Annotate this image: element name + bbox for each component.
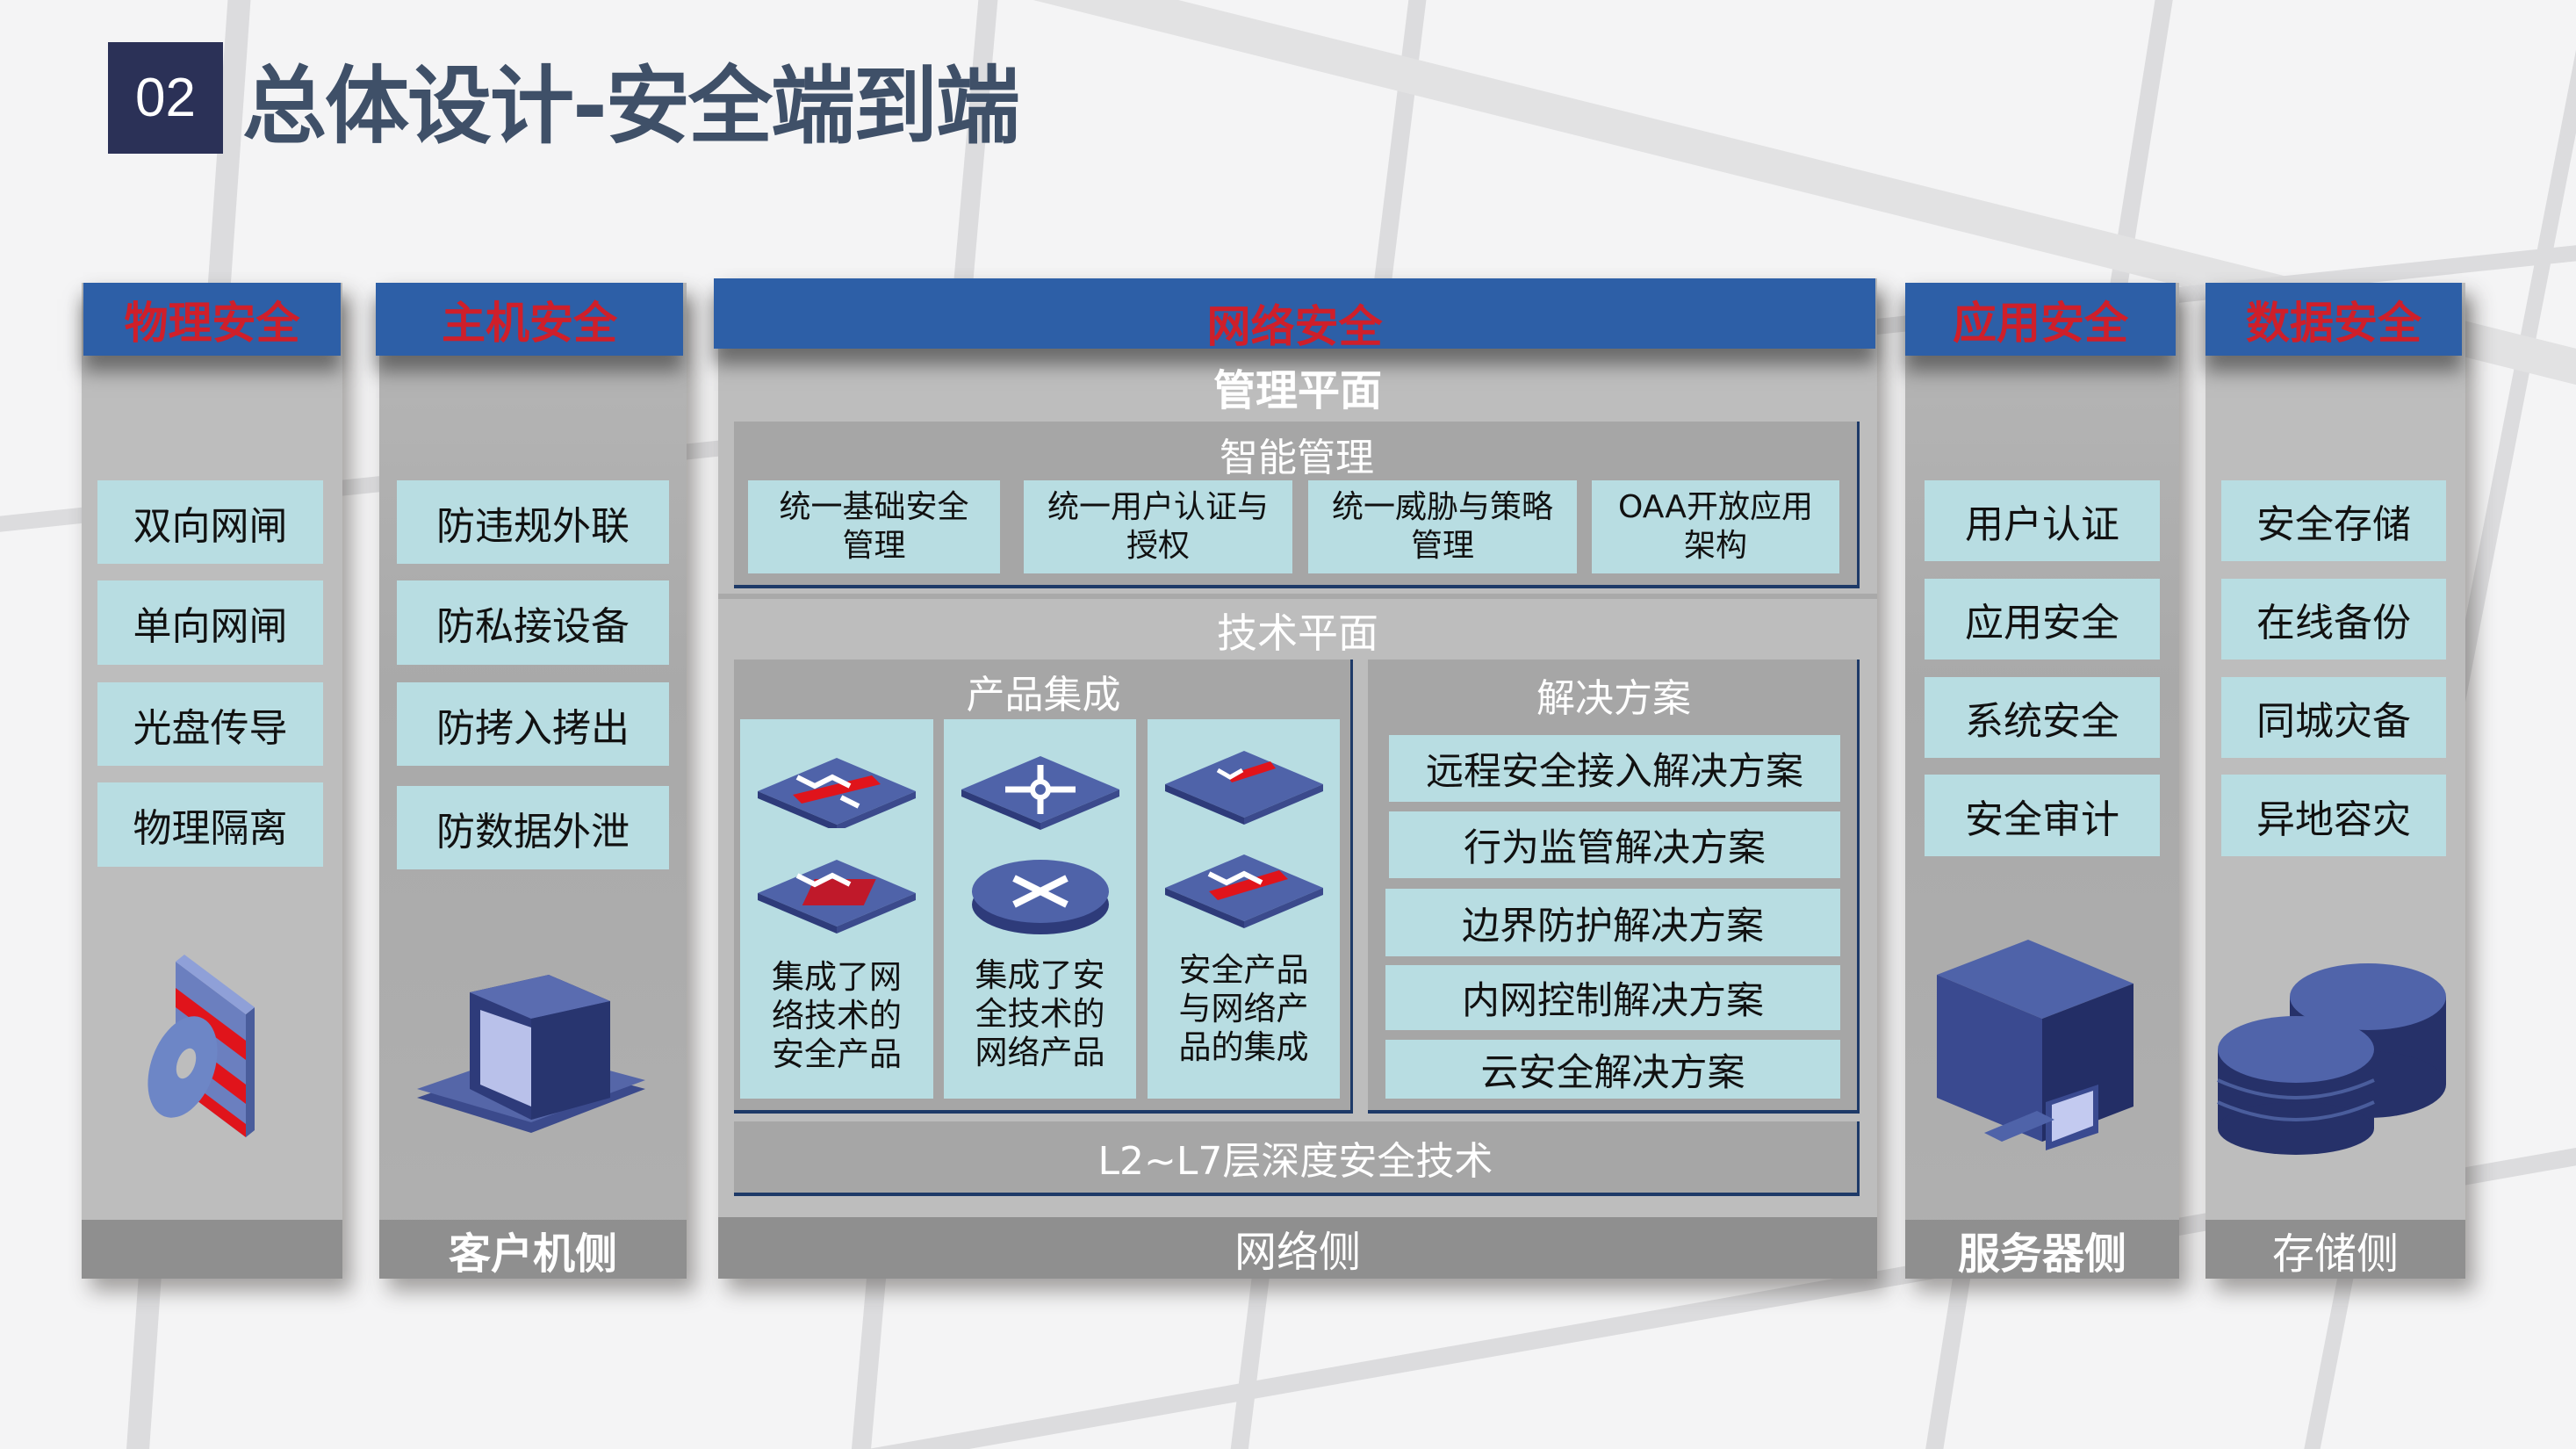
solution-item: 内网控制解决方案 [1385, 965, 1840, 1030]
storage-disks-icon [2216, 962, 2450, 1155]
host-security-footer: 客户机侧 [379, 1220, 687, 1279]
physical-item: 光盘传导 [97, 682, 323, 766]
physical-item: 双向网闸 [97, 480, 323, 564]
product-card: 安全产品 与网络产 品的集成 [1148, 719, 1340, 1099]
physical-security-footer [82, 1220, 342, 1279]
solution-item: 边界防护解决方案 [1385, 889, 1840, 956]
data-item: 异地容灾 [2221, 775, 2446, 856]
data-item: 在线备份 [2221, 579, 2446, 660]
switch-icon [961, 756, 1119, 830]
physical-security-header: 物理安全 [83, 283, 341, 356]
application-item: 用户认证 [1925, 480, 2160, 561]
management-plane-title: 管理平面 [1212, 366, 1382, 415]
product-card: 集成了网 络技术的 安全产品 [740, 719, 933, 1099]
host-item: 防拷入拷出 [397, 682, 669, 766]
application-security-header: 应用安全 [1905, 283, 2176, 356]
data-item: 同城灾备 [2221, 677, 2446, 758]
solution-item: 云安全解决方案 [1385, 1040, 1840, 1099]
section-number-badge: 02 [108, 42, 223, 154]
host-item: 防数据外泄 [397, 786, 669, 869]
network-security-header: 网络安全 [714, 278, 1875, 352]
technology-plane-title: 技术平面 [1217, 609, 1378, 657]
network-security-footer: 网络侧 [718, 1217, 1877, 1279]
data-security-footer: 存储侧 [2205, 1220, 2465, 1279]
plane-divider [718, 594, 1877, 599]
server-icon [1932, 922, 2142, 1150]
product-integration-title: 产品集成 [966, 673, 1121, 717]
host-item: 防违规外联 [397, 480, 669, 564]
application-item: 系统安全 [1925, 677, 2160, 758]
management-item: OAA开放应用 架构 [1592, 480, 1839, 573]
deep-security-bar: L2~L7层深度安全技术 [734, 1121, 1860, 1196]
host-item: 防私接设备 [397, 580, 669, 665]
physical-item: 物理隔离 [97, 782, 323, 867]
firewall-icon [758, 758, 916, 828]
management-item: 统一基础安全 管理 [748, 480, 1000, 573]
ips-icon [758, 860, 916, 934]
data-item: 安全存储 [2221, 480, 2446, 561]
management-item: 统一威胁与策略 管理 [1308, 480, 1577, 573]
application-item: 安全审计 [1925, 775, 2160, 856]
host-security-header: 主机安全 [376, 283, 683, 356]
management-item: 统一用户认证与 授权 [1024, 480, 1292, 573]
physical-item: 单向网闸 [97, 580, 323, 665]
physical-security-column [82, 283, 342, 1279]
disc-firewall-icon [140, 953, 272, 1137]
solution-item: 远程安全接入解决方案 [1389, 735, 1840, 802]
router-icon [970, 856, 1111, 935]
security-switch-icon [1164, 751, 1323, 825]
application-security-footer: 服务器侧 [1905, 1220, 2179, 1279]
solution-item: 行为监管解决方案 [1389, 811, 1840, 878]
smart-management-title: 智能管理 [1220, 436, 1374, 480]
desktop-computer-icon [417, 975, 645, 1133]
product-card: 集成了安 全技术的 网络产品 [944, 719, 1136, 1099]
data-security-header: 数据安全 [2205, 283, 2462, 356]
secblade-icon [1164, 854, 1323, 928]
application-item: 应用安全 [1925, 579, 2160, 660]
solutions-title: 解决方案 [1536, 676, 1691, 721]
page-title: 总体设计-安全端到端 [242, 56, 1020, 155]
